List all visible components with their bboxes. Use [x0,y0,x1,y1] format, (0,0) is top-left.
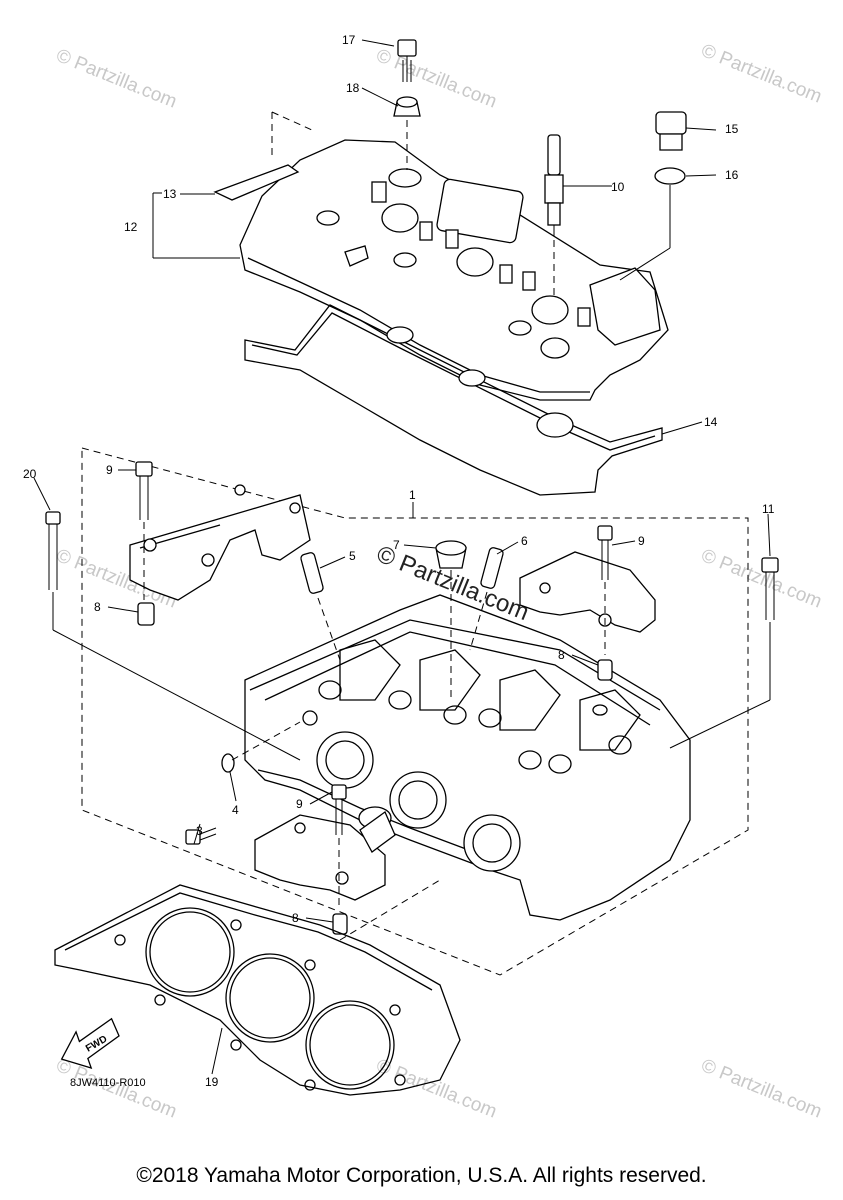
callout-7: 8 [94,600,101,614]
guide-5 [480,547,504,589]
callout-6: 7 [393,538,400,552]
callout-16: 16 [725,168,739,182]
dowel-pin-8 [597,659,613,681]
head-cover-gasket [244,304,663,496]
gasket-guide [339,879,441,941]
callout-9: 9 [296,797,303,811]
grommet-18 [393,96,421,117]
callout-8: 8 [292,911,299,925]
callout-9: 9 [106,463,113,477]
callout-17: 17 [342,33,356,47]
callout-11: 11 [762,502,775,516]
cylinder-head [244,594,691,921]
dowel-pin-7 [137,602,155,626]
bolt-2 [185,827,217,845]
bolt-11 [761,557,779,620]
oil-filler-cap [655,111,687,151]
exploded-parts-diagram: © Partzilla.com © Partzilla.com © Partzi… [23,33,825,1123]
assembly-boundary [81,447,749,976]
camshaft-cap-right [519,551,656,633]
watermark: © Partzilla.com [698,1055,825,1122]
callout-3: 4 [232,803,239,817]
callout-12: 12 [124,220,138,234]
cylinder-head-gasket [54,884,461,1096]
watermark: © Partzilla.com [373,1055,500,1122]
callout-15: 15 [725,122,739,136]
watermark: © Partzilla.com [373,45,500,112]
elbow-joint [359,811,396,853]
callout-9: 9 [638,534,645,548]
bolt-20 [45,511,61,590]
spark-plug [544,134,564,236]
camshaft-cap-lower [254,814,386,901]
bolt-17 [397,39,417,82]
callout-19: 19 [205,1075,219,1089]
bolt-9 [135,461,153,520]
bracket [213,164,300,201]
callout-labels: 17 18 10 15 16 13 12 14 1 20 9 11 9 5 7 … [23,33,775,1089]
watermark: © Partzilla.com [698,545,825,612]
callout-4: 5 [349,549,356,563]
camshaft-cap-upper-left [129,484,311,601]
callout-20: 20 [23,467,37,481]
o-ring [654,167,686,185]
dowel-pin-8 [332,913,348,935]
callout-14: 14 [704,415,718,429]
diagram-code: 8JW4110-R010 [70,1077,146,1089]
copyright-notice: ©2018 Yamaha Motor Corporation, U.S.A. A… [136,1164,707,1187]
head-cover [239,139,669,401]
guide-4 [300,552,324,594]
callout-8: 8 [558,648,565,662]
leader-lines [33,39,771,1075]
callout-1: 1 [409,488,416,502]
watermark: © Partzilla.com [53,45,180,112]
callout-2: 3 [196,824,203,838]
washer-3 [221,753,235,773]
callout-5: 6 [521,534,528,548]
callout-18: 18 [346,81,360,95]
bracket-guide [271,111,313,160]
watermark: © Partzilla.com [698,40,825,107]
bolt-9 [331,784,347,835]
bolt-9 [597,525,613,580]
callout-13: 13 [163,187,177,201]
plug-6 [435,540,467,569]
callout-10: 10 [611,180,625,194]
